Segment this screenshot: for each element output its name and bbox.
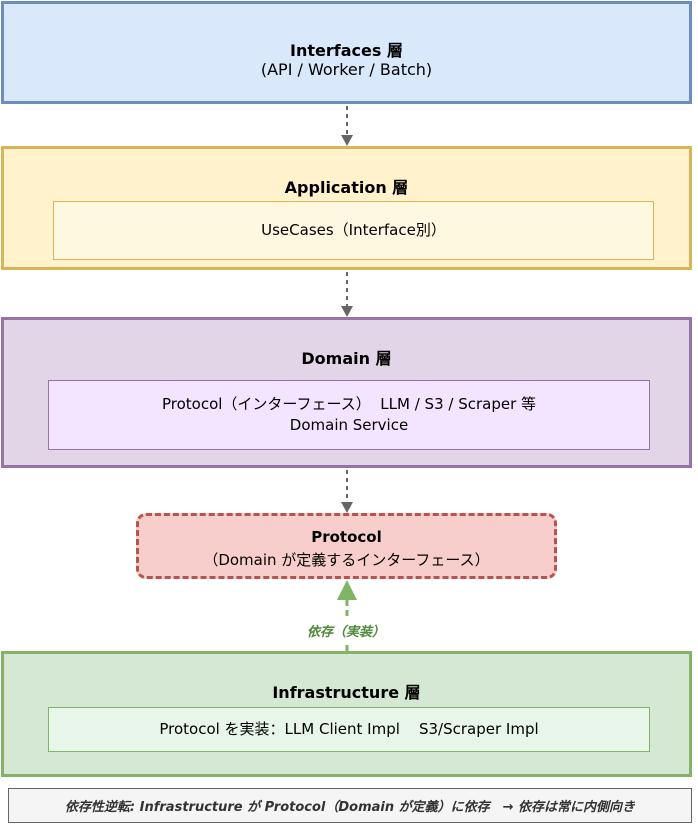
note-text: 依存性逆転: Infrastructure が Protocol（Domain … [64,800,636,815]
infrastructure-impl-box: Protocol を実装：LLM Client Impl S3/Scraper … [48,707,650,752]
domain-protocol-line: Protocol（インターフェース） LLM / S3 / Scraper 等 [161,395,537,413]
dependency-inversion-note: 依存性逆転: Infrastructure が Protocol（Domain … [8,788,692,823]
application-layer: Application 層 UseCases（Interface別） [1,146,692,270]
arrow-infrastructure-to-protocol [337,580,357,651]
interfaces-layer-title: Interfaces 層 [290,41,403,60]
infrastructure-impl-line: Protocol を実装：LLM Client Impl S3/Scraper … [159,720,539,738]
usecases-box: UseCases（Interface別） [53,201,654,260]
usecases-label: UseCases（Interface別） [261,221,446,239]
interfaces-layer-subtitle: (API / Worker / Batch) [260,60,433,79]
infrastructure-layer: Infrastructure 層 Protocol を実装：LLM Client… [1,651,692,777]
domain-layer-title: Domain 層 [301,349,392,368]
protocol-subtitle: （Domain が定義するインターフェース） [203,551,490,569]
arrow-interfaces-to-application [341,106,353,146]
domain-contents-box: Protocol（インターフェース） LLM / S3 / Scraper 等 … [48,380,650,450]
domain-service-line: Domain Service [289,416,409,434]
infrastructure-layer-title: Infrastructure 層 [272,683,421,702]
interfaces-layer: Interfaces 層 (API / Worker / Batch) [1,1,692,104]
domain-layer: Domain 層 Protocol（インターフェース） LLM / S3 / S… [1,317,692,468]
application-layer-title: Application 層 [284,178,409,197]
arrow-application-to-domain [341,272,353,317]
arrow-domain-to-protocol [341,470,353,513]
protocol-title: Protocol [311,528,382,546]
dependency-label: 依存（実装） [306,625,385,640]
protocol-box: Protocol （Domain が定義するインターフェース） [136,513,557,579]
